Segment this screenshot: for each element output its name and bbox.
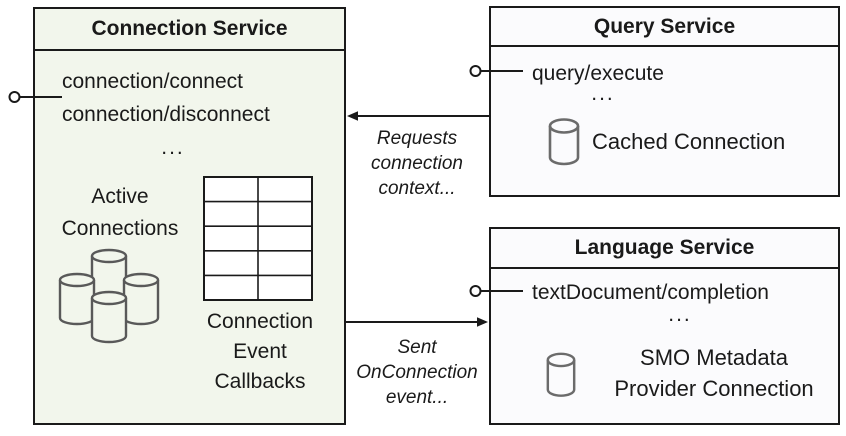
sent-onconnection-arrow (346, 317, 488, 327)
smo-connection-label: SMO Metadata Provider Connection (614, 345, 814, 401)
requests-connection-arrow (347, 111, 489, 121)
active-connections-label: Active Connections (61, 185, 179, 240)
database-cluster-icon (58, 248, 160, 344)
method-textdocument-completion: textDocument/completion (532, 281, 769, 304)
method-connection-connect: connection/connect (62, 70, 243, 93)
connection-service-lollipop-connector (8, 91, 62, 103)
query-ellipsis: ... (591, 82, 615, 105)
methods-ellipsis: ... (161, 136, 185, 159)
connection-event-callbacks-label: Connection Event Callbacks (206, 310, 314, 393)
sent-onconnection-label: Sent OnConnection event... (356, 337, 478, 408)
method-query-execute: query/execute (532, 62, 664, 85)
database-icon (548, 118, 580, 166)
language-service-title: Language Service (491, 229, 838, 269)
table-grid-icon (203, 176, 313, 301)
database-icon (546, 352, 576, 397)
connection-service-title: Connection Service (35, 9, 344, 51)
cached-connection-row: Cached Connection (547, 118, 785, 166)
smo-connection-row: SMO Metadata Provider Connection (545, 342, 839, 404)
language-service-lollipop-connector (469, 285, 523, 297)
language-ellipsis: ... (668, 303, 692, 326)
language-service-box: Language Service textDocument/completion… (489, 227, 840, 425)
query-service-box: Query Service query/execute ... Cached C… (489, 6, 840, 197)
query-service-lollipop-connector (469, 65, 523, 77)
connection-methods: connection/connect connection/disconnect… (62, 65, 284, 164)
query-service-title: Query Service (491, 8, 838, 47)
cached-connection-label: Cached Connection (592, 129, 786, 154)
connection-service-box: Connection Service connection/connect co… (33, 7, 346, 425)
requests-connection-label: Requests connection context... (371, 128, 463, 199)
method-connection-disconnect: connection/disconnect (62, 103, 270, 126)
